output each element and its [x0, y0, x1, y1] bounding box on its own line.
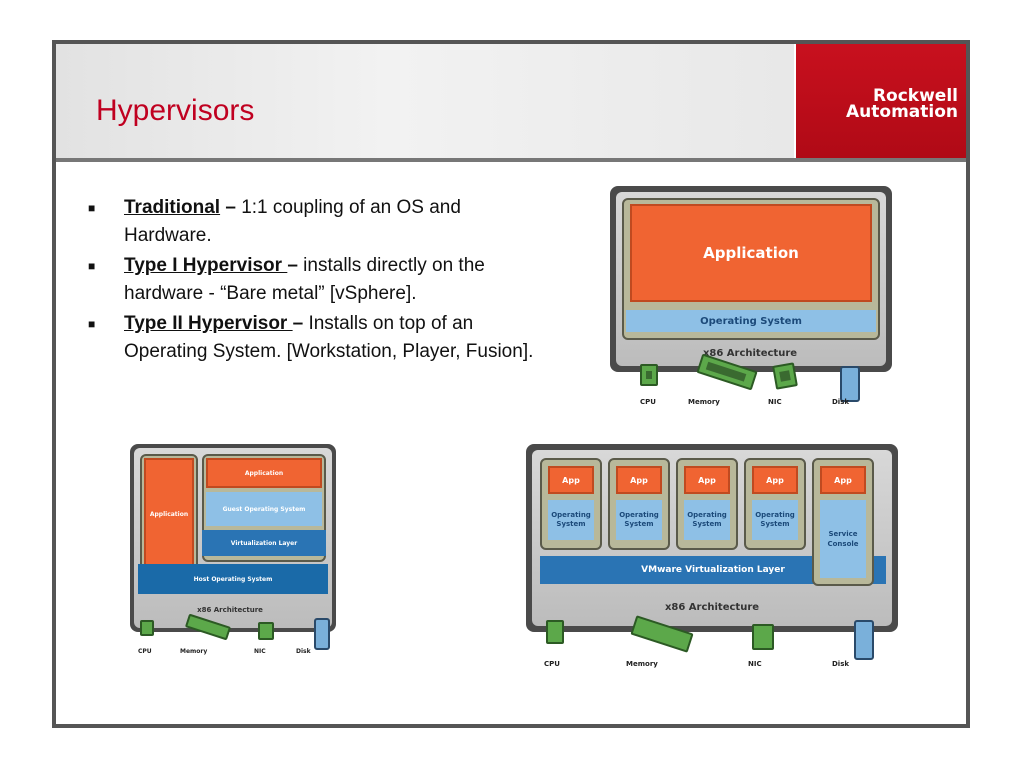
hw-label-nic: NIC	[768, 398, 782, 406]
application-block: Application	[630, 204, 872, 302]
x86-label: x86 Architecture	[702, 348, 798, 359]
host-application-block: Application	[144, 458, 194, 570]
guest-application-block: Application	[206, 458, 322, 488]
nic-card-icon	[752, 624, 774, 650]
square-bullet-icon: ■	[88, 201, 96, 215]
bullet-text: installs directly on the hardware - “Bar…	[124, 255, 485, 304]
bullet-type1: ■ Type I Hypervisor – installs directly …	[86, 252, 546, 308]
cpu-chip-icon	[140, 620, 154, 636]
vm-os-block: Operating System	[752, 500, 798, 540]
slide: Hypervisors Rockwell Automation ■ Tradit…	[52, 40, 970, 728]
vm-os-block: Operating System	[684, 500, 730, 540]
bullet-dash: –	[292, 313, 304, 334]
disk-drive-icon	[840, 366, 860, 402]
bullet-term: Type I Hypervisor	[124, 255, 288, 276]
bullet-text: Installs on top of an Operating System. …	[124, 313, 534, 362]
logo-line-1: Rockwell	[872, 86, 958, 106]
rockwell-automation-logo: Rockwell Automation	[846, 86, 958, 122]
service-console-block: Service Console	[820, 500, 866, 578]
x86-label: x86 Architecture	[197, 606, 263, 614]
hw-label-cpu: CPU	[138, 648, 152, 655]
slide-title: Hypervisors	[96, 94, 255, 127]
cpu-chip-icon	[546, 620, 564, 644]
hw-label-disk: Disk	[296, 648, 311, 655]
header-divider	[56, 158, 966, 162]
console-app-block: App	[820, 466, 866, 494]
os-block: Operating System	[626, 310, 876, 332]
guest-os-block: Guest Operating System	[206, 492, 322, 526]
hw-label-nic: NIC	[748, 660, 762, 668]
bullet-text: 1:1 coupling of an OS and Hardware.	[124, 197, 461, 246]
bullet-type2: ■ Type II Hypervisor – Installs on top o…	[86, 310, 546, 366]
nic-card-icon	[772, 362, 798, 390]
nic-card-icon	[258, 622, 274, 640]
hw-label-memory: Memory	[180, 648, 208, 655]
square-bullet-icon: ■	[88, 317, 96, 331]
bullet-dash: –	[287, 255, 298, 276]
square-bullet-icon: ■	[88, 259, 96, 273]
hw-label-memory: Memory	[688, 398, 720, 406]
virtualization-layer-block: Virtualization Layer	[202, 530, 326, 556]
vm-app-block: App	[684, 466, 730, 494]
vm-app-block: App	[752, 466, 798, 494]
hw-label-memory: Memory	[626, 660, 658, 668]
bullet-term: Type II Hypervisor	[124, 313, 293, 334]
disk-drive-icon	[854, 620, 874, 660]
bullet-list: ■ Traditional – 1:1 coupling of an OS an…	[86, 194, 546, 368]
vm-os-block: Operating System	[616, 500, 662, 540]
hw-label-cpu: CPU	[544, 660, 560, 668]
hw-label-cpu: CPU	[640, 398, 656, 406]
bullet-traditional: ■ Traditional – 1:1 coupling of an OS an…	[86, 194, 546, 250]
host-os-block: Host Operating System	[138, 564, 328, 594]
traditional-diagram: Application Operating System x86 Archite…	[610, 186, 892, 426]
cpu-chip-icon	[640, 364, 658, 386]
vm-app-block: App	[548, 466, 594, 494]
x86-label: x86 Architecture	[664, 602, 760, 613]
vm-os-block: Operating System	[548, 500, 594, 540]
bullet-term: Traditional	[124, 197, 221, 218]
bullet-dash: –	[220, 197, 236, 218]
title-bar: Hypervisors	[56, 44, 794, 158]
vm-app-block: App	[616, 466, 662, 494]
logo-panel: Rockwell Automation	[796, 44, 966, 158]
hw-label-nic: NIC	[254, 648, 266, 655]
hw-label-disk: Disk	[832, 660, 850, 668]
logo-line-2: Automation	[846, 102, 958, 122]
disk-drive-icon	[314, 618, 330, 650]
type1-hypervisor-diagram: App Operating System App Operating Syste…	[526, 444, 902, 674]
type2-hypervisor-diagram: Application Application Guest Operating …	[130, 444, 340, 664]
hw-label-disk: Disk	[832, 398, 850, 406]
